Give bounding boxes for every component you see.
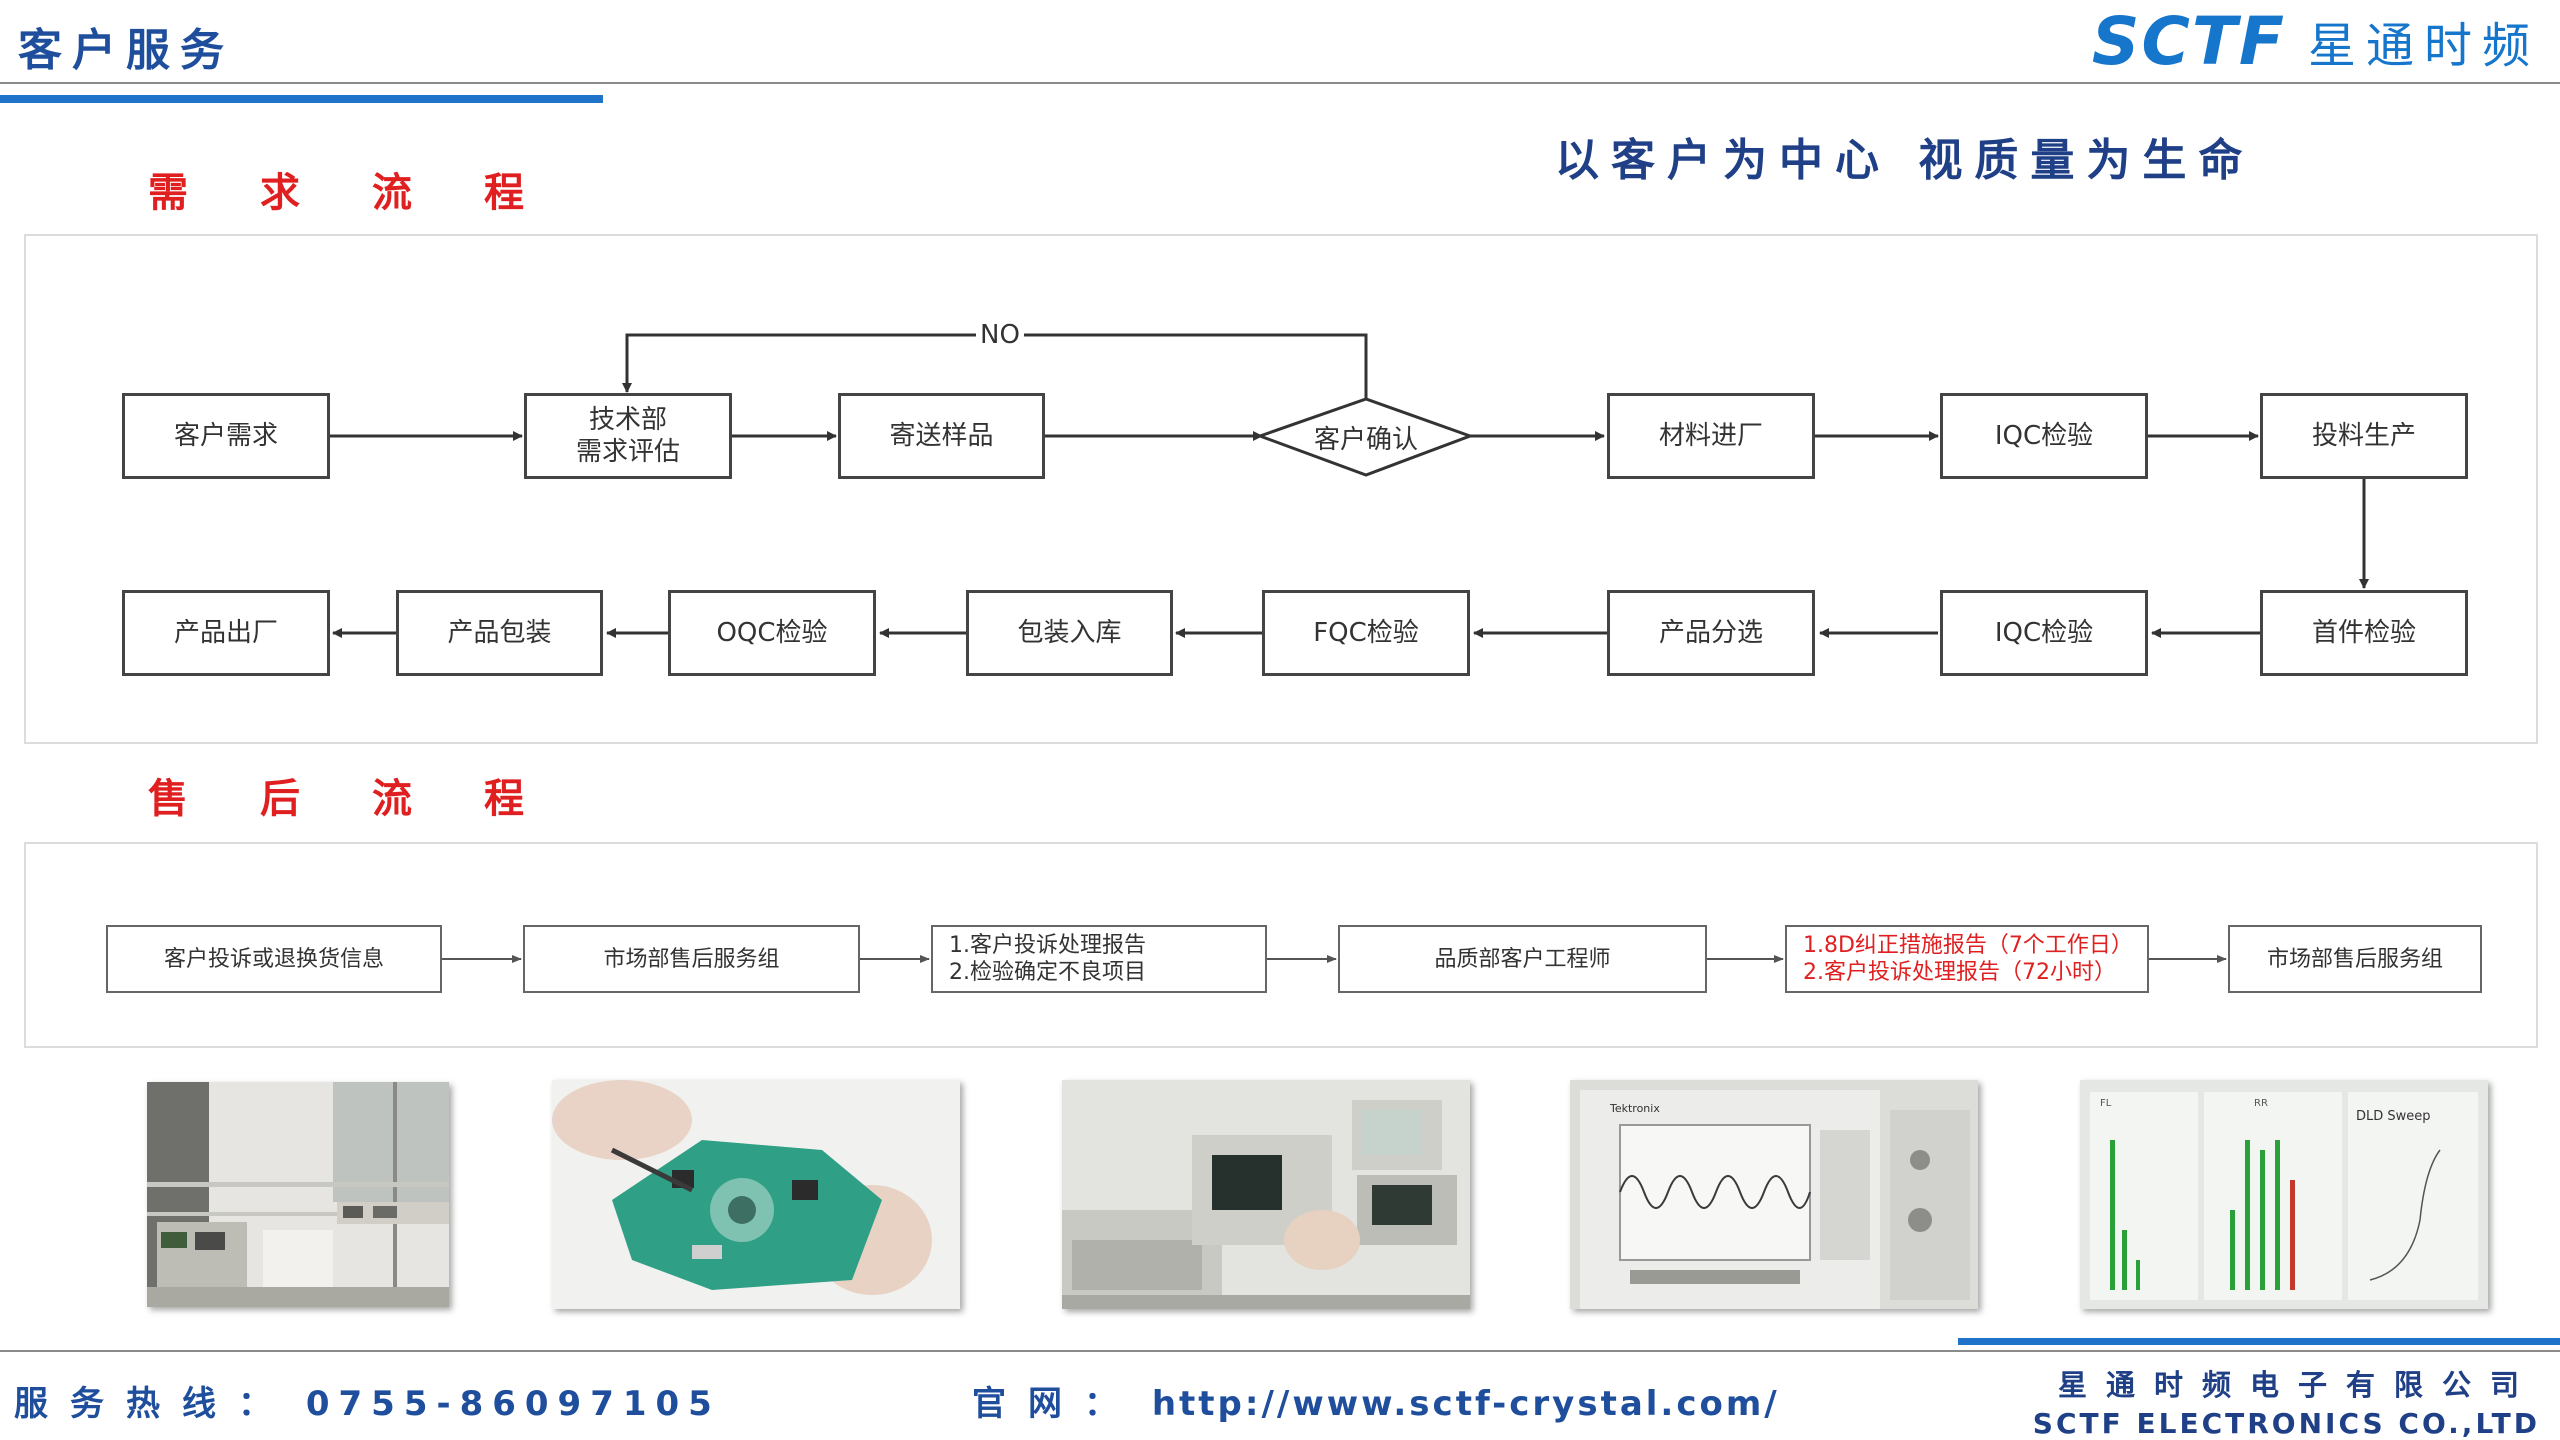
page-title: 客户服务 (18, 25, 234, 76)
website-label: 官网： (972, 1384, 1140, 1424)
aftersales-step-line: 1.8D纠正措施报告（7个工作日） (1803, 933, 2133, 958)
logo-text-en: SCTF (2091, 2, 2286, 80)
header-accent-bar (0, 95, 603, 103)
photo-lab-room (147, 1082, 449, 1307)
dld-sweep-label: DLD Sweep (2356, 1109, 2431, 1124)
company-logo: SCTF 星通时频 (2092, 3, 2540, 80)
test-equipment-image (1062, 1080, 1470, 1309)
aftersales-process-heading: 售后流程 (148, 776, 596, 822)
aftersales-step-text: 品质部客户工程师 (1434, 946, 1611, 972)
aftersales-step-reports: 1.客户投诉处理报告 2.检验确定不良项目 (931, 925, 1267, 993)
flow-step-product-sorting: 产品分选 (1607, 590, 1815, 676)
aftersales-step-quality-engineer: 品质部客户工程师 (1338, 925, 1707, 993)
company-name-cn: 星通时频电子有限公司 (2057, 1368, 2538, 1402)
demand-process-heading: 需求流程 (148, 170, 596, 216)
decision-diamond (1255, 397, 1475, 477)
flow-step-send-samples: 寄送样品 (838, 393, 1045, 479)
chart-panel-a-label: FL (2100, 1098, 2112, 1109)
header-divider (0, 82, 2560, 84)
hotline-label: 服务热线： (14, 1384, 294, 1424)
oscilloscope-image: Tektronix (1570, 1080, 1978, 1309)
aftersales-step-text: 客户投诉或退换货信息 (163, 946, 384, 972)
aftersales-step-text: 市场部售后服务组 (603, 946, 780, 972)
footer-divider (0, 1350, 2560, 1352)
sweep-chart-image: FL RR DLD Sweep (2080, 1080, 2488, 1309)
flow-step-materials-in: 材料进厂 (1607, 393, 1815, 479)
demand-process-panel (24, 234, 2538, 744)
flow-step-customer-demand: 客户需求 (122, 393, 330, 479)
aftersales-step-market-service: 市场部售后服务组 (523, 925, 860, 993)
aftersales-process-panel (24, 842, 2538, 1048)
flow-step-customer-confirm: 客户确认 (1313, 425, 1418, 455)
lab-room-image (147, 1082, 449, 1307)
flow-step-product-shipment: 产品出厂 (122, 590, 330, 676)
aftersales-step-complaint: 客户投诉或退换货信息 (106, 925, 442, 993)
no-feedback-label: NO (980, 320, 1020, 350)
flow-step-oqc-inspection: OQC检验 (668, 590, 876, 676)
website-url: http://www.sctf-crystal.com/ (1151, 1384, 1780, 1424)
flow-step-first-article: 首件检验 (2260, 590, 2468, 676)
flow-step-product-packaging: 产品包装 (396, 590, 603, 676)
logo-text-cn: 星通时频 (2307, 18, 2540, 74)
aftersales-step-line: 1.客户投诉处理报告 (949, 933, 1146, 958)
flow-step-pack-warehouse: 包装入库 (966, 590, 1173, 676)
hotline-number: 0755-86097105 (305, 1384, 721, 1424)
chart-panel-b-label: RR (2254, 1098, 2268, 1109)
website: 官网： http://www.sctf-crystal.com/ (972, 1376, 1780, 1425)
photo-test-equipment (1062, 1080, 1470, 1309)
flow-step-fqc-inspection: FQC检验 (1262, 590, 1470, 676)
pcb-image (552, 1080, 960, 1309)
flow-step-tech-evaluation: 技术部 需求评估 (524, 393, 732, 479)
aftersales-step-line: 2.检验确定不良项目 (949, 960, 1146, 985)
aftersales-step-line: 2.客户投诉处理报告（72小时） (1803, 960, 2116, 985)
company-name-en: SCTF ELECTRONICS CO.,LTD (2032, 1407, 2540, 1440)
hotline: 服务热线： 0755-86097105 (14, 1376, 721, 1425)
footer-accent-bar (1958, 1338, 2560, 1345)
flow-step-production: 投料生产 (2260, 393, 2468, 479)
aftersales-step-8d-report: 1.8D纠正措施报告（7个工作日） 2.客户投诉处理报告（72小时） (1785, 925, 2149, 993)
flow-step-iqc-inspection-2: IQC检验 (1940, 590, 2148, 676)
aftersales-step-market-service-final: 市场部售后服务组 (2228, 925, 2482, 993)
flow-step-iqc-inspection: IQC检验 (1940, 393, 2148, 479)
photo-oscilloscope: Tektronix (1570, 1080, 1978, 1309)
photo-sweep-chart: FL RR DLD Sweep (2080, 1080, 2488, 1309)
slogan: 以客户为中心 视质量为生命 (1555, 135, 2255, 186)
aftersales-step-text: 市场部售后服务组 (2266, 946, 2443, 972)
scope-brand-label: Tektronix (1609, 1102, 1660, 1115)
photo-pcb-inspection (552, 1080, 960, 1309)
